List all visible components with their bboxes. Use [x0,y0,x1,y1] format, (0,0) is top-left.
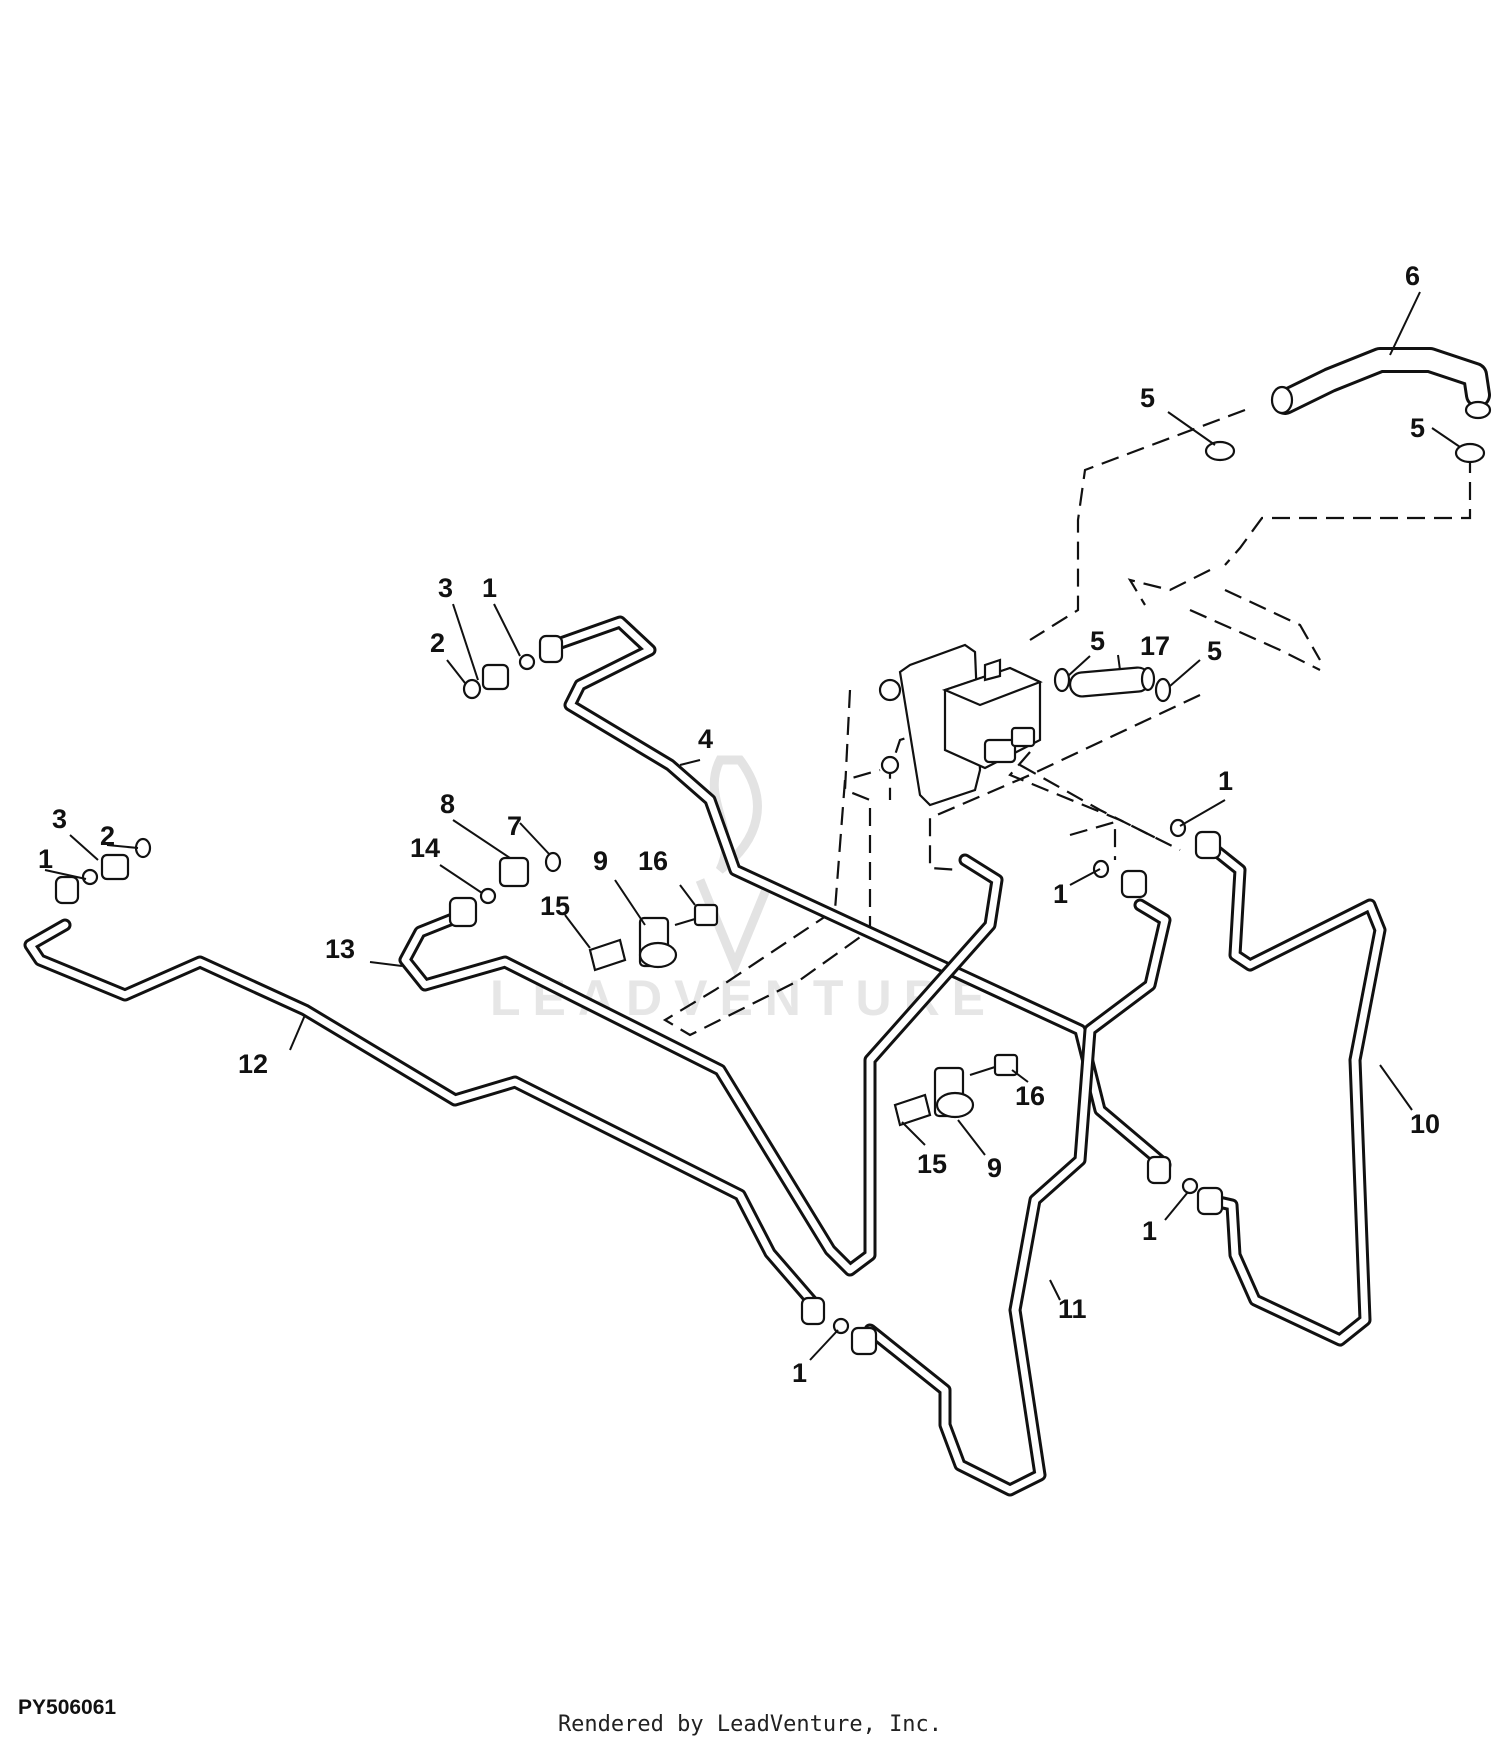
callout-1: 1 [1142,1216,1157,1246]
clamp-assembly-lower [893,1053,1019,1127]
callout-1: 1 [482,573,497,603]
hose-17 [1069,666,1156,698]
callout-9: 9 [593,846,608,876]
callout-15: 15 [540,891,570,921]
callout-5: 5 [1090,626,1105,656]
callout-5: 5 [1140,383,1155,413]
callout-17: 17 [1140,631,1170,661]
figure-id: PY506061 [18,1696,117,1719]
callout-16: 16 [638,846,668,876]
callout-11: 11 [1058,1294,1087,1324]
callout-3: 3 [52,804,67,834]
callout-8: 8 [440,789,455,819]
callout-4: 4 [698,724,713,754]
callout-1: 1 [1218,766,1233,796]
callout-12: 12 [238,1049,268,1079]
tube-10-pipe [1203,843,1387,1347]
clamp-assembly-upper [588,903,719,972]
leader-lines [44,291,1461,1361]
callout-13: 13 [325,934,355,964]
callout-3: 3 [438,573,453,603]
callout-1: 1 [792,1358,807,1388]
callout-2: 2 [100,821,115,851]
callout-labels: 6 5 5 5 17 5 3 1 2 4 8 7 14 3 2 1 16 9 1… [38,261,1440,1388]
tube-4-pipe [548,615,1172,1172]
callout-5: 5 [1410,413,1425,443]
callout-1: 1 [1053,879,1068,909]
fittings [54,440,1486,1356]
hose-6 [1270,347,1492,420]
reference-outline [662,408,1472,1037]
callout-1: 1 [38,844,53,874]
callout-16: 16 [1015,1081,1045,1111]
callout-5: 5 [1207,636,1222,666]
callout-10: 10 [1410,1109,1440,1139]
tube-11-pipe [863,898,1172,1497]
tube-13-pipe [398,853,1004,1277]
callout-6: 6 [1405,261,1420,291]
tube-12-pipe [23,918,822,1312]
callout-9: 9 [987,1153,1002,1183]
callout-2: 2 [430,628,445,658]
valve-block [878,643,1043,807]
callout-14: 14 [410,833,440,863]
callout-15: 15 [917,1149,947,1179]
rendered-by-footer: Rendered by LeadVenture, Inc. [557,1712,943,1737]
callout-7: 7 [507,811,522,841]
